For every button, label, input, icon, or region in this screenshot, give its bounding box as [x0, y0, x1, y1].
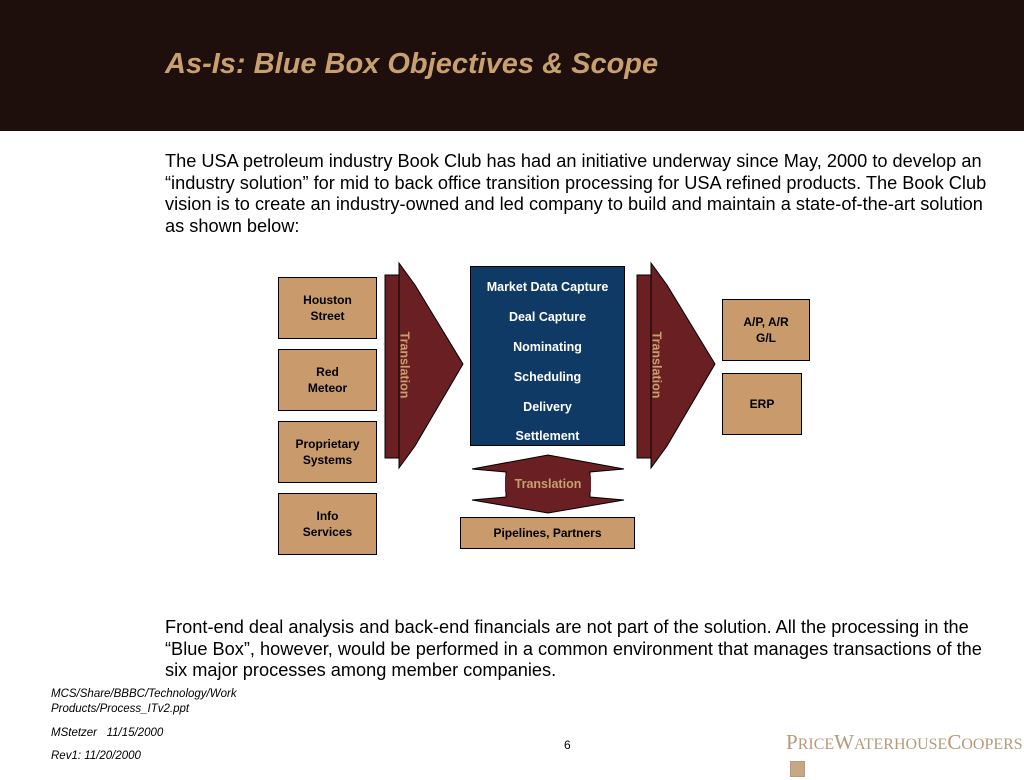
slide-title: As-Is: Blue Box Objectives & Scope: [165, 48, 659, 80]
source-label-line1: Info: [316, 509, 339, 523]
footer-file-path: MCS/Share/BBBC/Technology/Work Products/…: [51, 687, 237, 717]
file-path-line1: MCS/Share/BBBC/Technology/Work: [51, 688, 237, 700]
target-label-line1: A/P, A/R: [743, 315, 789, 329]
logo-part: OOPERS: [961, 736, 1023, 753]
logo-part: W: [834, 730, 854, 754]
blue-box-processes: Market Data Capture Deal Capture Nominat…: [470, 266, 625, 446]
pipelines-label: Pipelines, Partners: [493, 526, 602, 540]
source-label-line1: Red: [316, 365, 339, 379]
process-item: Delivery: [523, 400, 572, 414]
source-label-line1: Proprietary: [295, 437, 360, 451]
logo-part: P: [786, 730, 798, 754]
logo-part: RICE: [797, 736, 835, 753]
logo-mark-icon: [790, 761, 805, 778]
target-erp: ERP: [722, 373, 802, 435]
process-item: Deal Capture: [508, 310, 587, 324]
right-arrow-label: Translation: [649, 331, 664, 399]
source-label-line1: Houston: [303, 293, 352, 307]
source-label-line2: Services: [302, 525, 353, 539]
pricewaterhousecoopers-logo: PRICEWATERHOUSECOOPERS: [786, 730, 1024, 780]
process-item: Settlement: [515, 429, 580, 443]
process-item: Market Data Capture: [486, 280, 609, 294]
header-bar: As-Is: Blue Box Objectives & Scope: [0, 0, 1024, 131]
target-label-line2: G/L: [755, 331, 776, 345]
logo-part: ATERHOUSE: [853, 736, 948, 753]
source-label-line2: Systems: [302, 453, 353, 467]
pipelines-partners-box: Pipelines, Partners: [460, 517, 635, 549]
target-label: ERP: [749, 397, 775, 411]
footer-author: MStetzer 11/15/2000: [51, 727, 164, 739]
closing-paragraph: Front-end deal analysis and back-end fin…: [165, 617, 982, 680]
page-number: 6: [564, 738, 571, 752]
bottom-arrow-label: Translation: [505, 476, 591, 492]
footer-revision: Rev1: 11/20/2000: [51, 750, 141, 762]
process-item: Scheduling: [513, 370, 582, 384]
source-label-line2: Meteor: [307, 381, 348, 395]
intro-paragraph: The USA petroleum industry Book Club has…: [165, 151, 987, 236]
process-item: Nominating: [513, 340, 582, 354]
file-path-line2: Products/Process_ITv2.ppt: [51, 703, 190, 715]
source-label-line2: Street: [310, 309, 345, 323]
target-ap-ar-gl: A/P, A/R G/L: [722, 299, 810, 361]
logo-part: C: [947, 730, 962, 754]
left-arrow-label: Translation: [397, 331, 412, 399]
